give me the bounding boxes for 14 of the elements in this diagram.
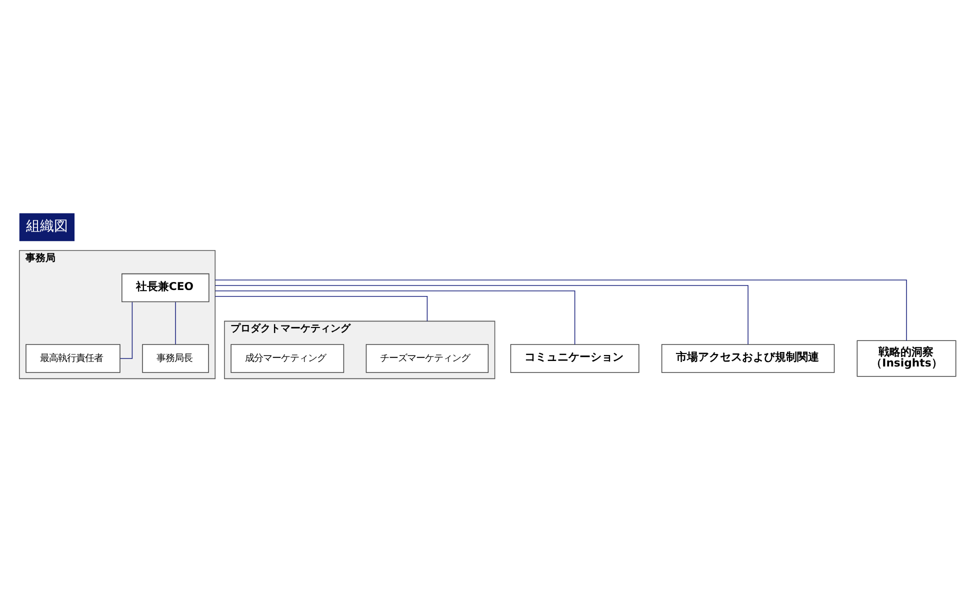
node-box: 戦略的洞察 （Insights） [856,340,956,376]
node-box: 事務局長 [142,344,209,372]
connector [175,301,176,344]
node-box: チーズマーケティング [366,344,489,372]
node-box: 最高執行責任者 [26,344,120,372]
node-box: コミュニケーション [510,344,640,372]
node-box: 社長兼CEO [122,272,210,302]
connector [214,279,907,340]
node-box: 成分マーケティング [230,344,344,372]
diagram-title: 組織図 [26,218,68,234]
connector [214,295,428,322]
connector [214,284,748,344]
node-box: 市場アクセスおよび規制関連 [661,344,835,372]
connector [214,290,576,344]
